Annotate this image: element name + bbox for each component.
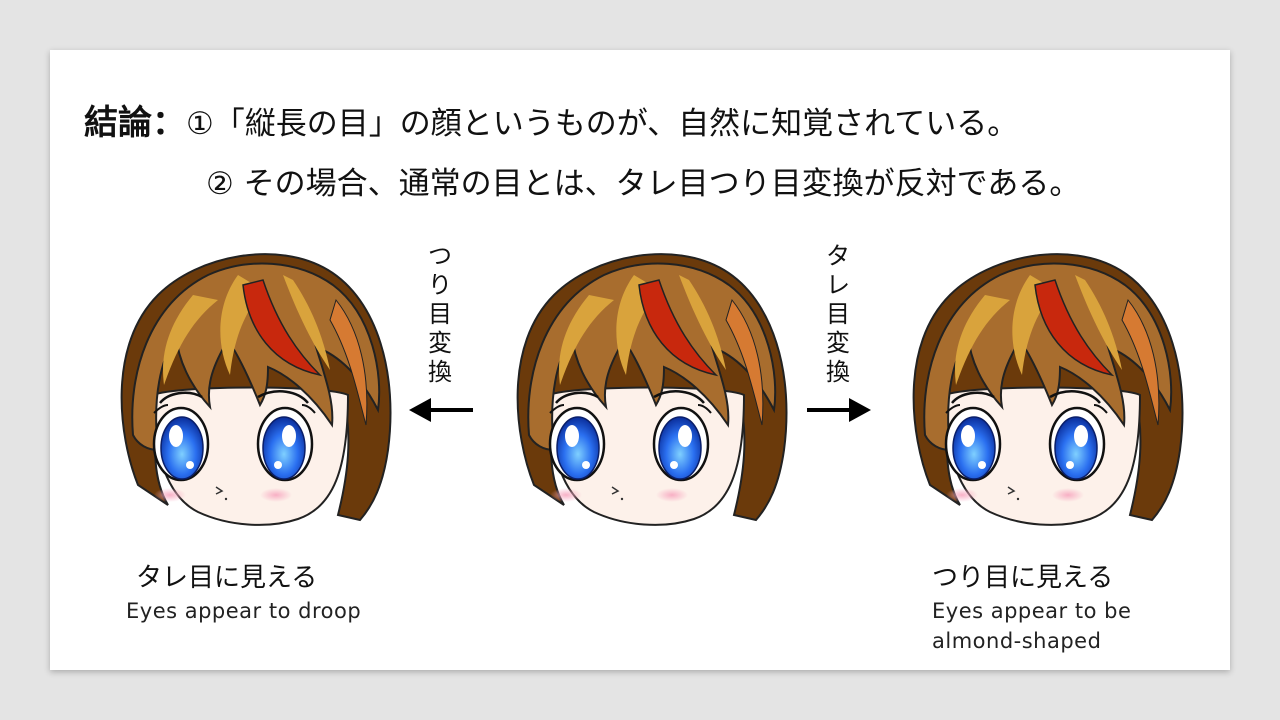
droop-caption-jp: タレ目に見える [136,563,318,593]
almond-caption-en: Eyes appear to be almond-shaped [932,596,1131,656]
conclusion-label: 結論： [84,103,186,143]
almond-caption-jp: つり目に見える [932,563,1114,593]
almond-caption-en-line2: almond-shaped [932,629,1102,653]
arrow-right-icon [807,398,871,422]
conclusion-line-2: ② その場合、通常の目とは、タレ目つり目変換が反対である。 [206,166,1081,202]
face-illustration-left [120,252,392,527]
tarime-conversion-text: タレ目変換 [826,242,850,386]
conclusion-text-1: ①「縦長の目」の顔というものが、自然に知覚されている。 [186,106,1019,142]
droop-caption-en: Eyes appear to droop [126,599,362,623]
face-illustration-center [516,252,788,527]
conclusion-line-1: 結論：①「縦長の目」の顔というものが、自然に知覚されている。 [84,95,1018,144]
arrow-left-icon [409,398,473,422]
almond-caption-en-line1: Eyes appear to be [932,599,1132,623]
face-illustration-right [912,252,1184,527]
slide: 結論：①「縦長の目」の顔というものが、自然に知覚されている。 ② その場合、通常… [50,50,1230,670]
tsurime-conversion-label: つり目変換 [425,242,455,387]
tsurime-conversion-text: つり目変換 [428,242,452,386]
tarime-conversion-label: タレ目変換 [823,242,853,387]
